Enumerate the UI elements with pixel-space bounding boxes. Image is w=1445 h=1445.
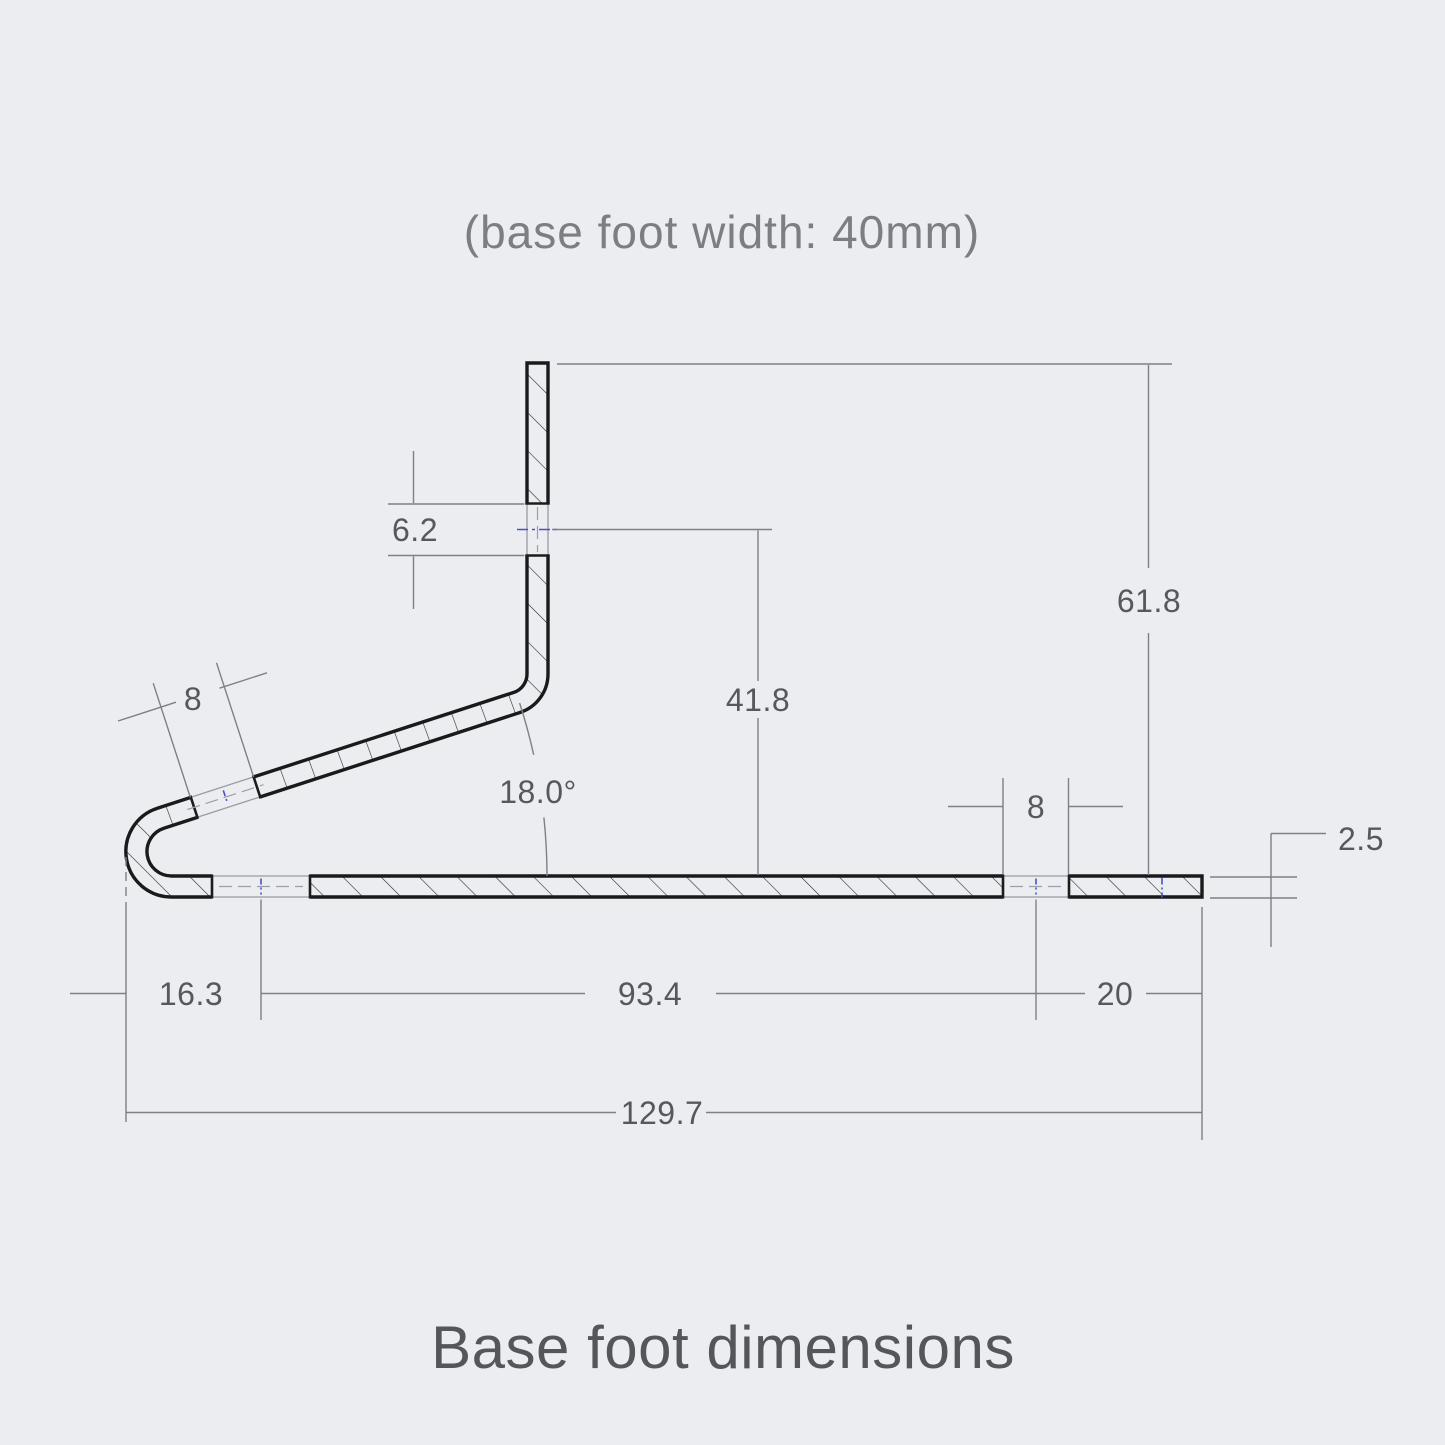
base-left-slot-side-edges <box>212 875 310 898</box>
dim-slot-center-height <box>552 528 772 875</box>
dim-text-right-slot-to-end: 20 <box>1097 976 1134 1012</box>
dim-18-arc <box>518 702 548 877</box>
dim-text-total-length: 129.7 <box>621 1095 704 1131</box>
base-right-slot <box>1001 874 1071 900</box>
dim-6-2-extension-lines <box>388 503 525 557</box>
dim-text-right-slot-width: 8 <box>1027 789 1045 825</box>
page-title: Base foot dimensions <box>431 1314 1015 1381</box>
angled-slot-blue-centermark <box>222 790 229 805</box>
dim-right-slot-width <box>948 778 1123 875</box>
dim-text-thickness: 2.5 <box>1338 821 1384 857</box>
base-left-slot-end-edges <box>210 874 312 899</box>
dim-8-angled-line <box>117 672 268 722</box>
flange-slot-end-edges <box>525 502 550 557</box>
dim-text-flange-slot-height: 6.2 <box>392 512 438 548</box>
dim-text-angled-slot-width: 8 <box>184 681 202 717</box>
dim-flange-slot-height <box>388 451 525 609</box>
dim-8-right-extension-lines <box>1002 778 1070 875</box>
angled-slot-side-edges <box>190 776 261 818</box>
hatch-45-region <box>125 363 1202 898</box>
dim-thickness <box>1210 832 1326 947</box>
width-note: (base foot width: 40mm) <box>464 206 980 258</box>
base-left-slot <box>210 874 312 900</box>
dim-angled-slot-width <box>117 662 268 798</box>
angled-slot-centerline <box>187 784 264 811</box>
dim-text-left-slot-offset: 16.3 <box>159 976 223 1012</box>
part-outline <box>124 361 1204 899</box>
dim-text-total-height: 61.8 <box>1117 583 1181 619</box>
dim-bend-angle <box>518 702 548 877</box>
dim-2-5-line <box>1270 832 1326 947</box>
dim-text-bend-angle: 18.0° <box>499 774 577 810</box>
dim-8-angled-extension-lines <box>152 662 255 798</box>
flange-slot <box>517 502 558 557</box>
dim-text-slot-to-slot-span: 93.4 <box>618 976 682 1012</box>
base-right-slot-side-edges <box>1003 875 1069 898</box>
bottom-extension-lines <box>125 857 1203 1140</box>
base-right-slot-end-edges <box>1001 874 1071 899</box>
angled-slot <box>187 774 264 820</box>
dim-text-slot-center-height: 41.8 <box>726 682 790 718</box>
dim-2-5-extension-lines <box>1210 876 1297 899</box>
dim-total-height <box>557 363 1172 875</box>
section-hatching <box>125 363 1202 898</box>
